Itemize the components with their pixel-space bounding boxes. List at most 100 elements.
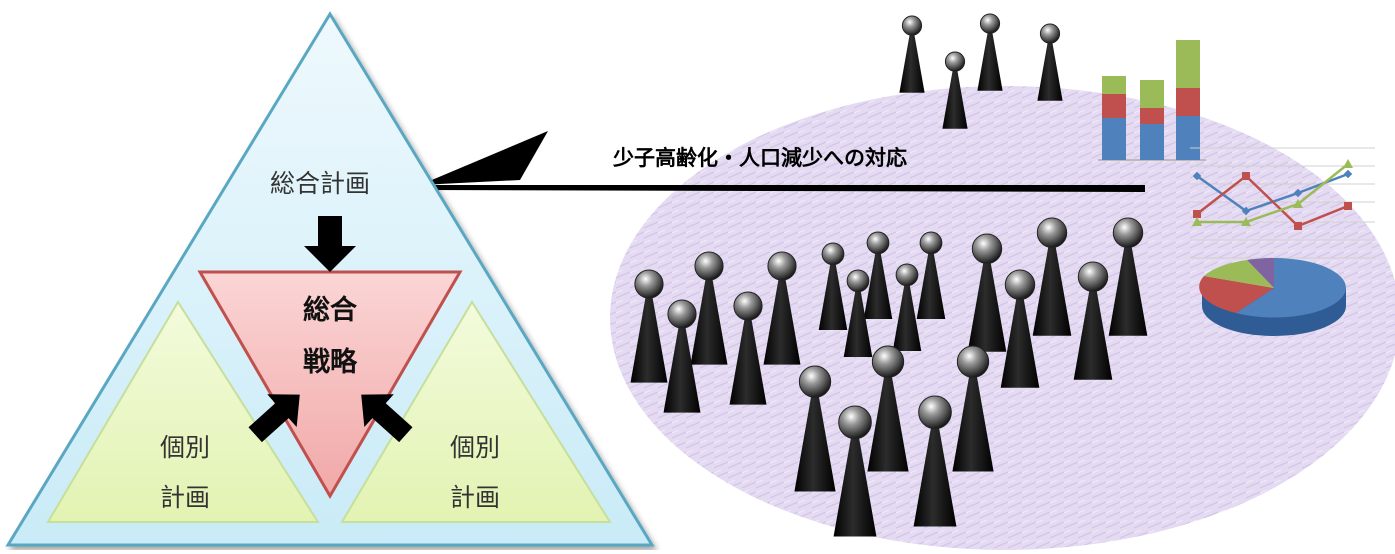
line-markers-red <box>1193 172 1352 230</box>
top-figure-4 <box>1037 23 1063 101</box>
figure-body <box>867 371 909 472</box>
figure-head <box>821 242 845 266</box>
comprehensive-plan-label: 総合計画 <box>269 169 370 198</box>
crowd-figure-16 <box>794 365 836 492</box>
figure-body <box>1108 241 1148 336</box>
crowd-figure-11 <box>967 233 1007 352</box>
figure-body <box>916 249 946 320</box>
figure-body <box>952 371 994 472</box>
crowd-figure-1 <box>818 242 848 331</box>
comprehensive-strategy-label-line1: 総合 <box>303 295 357 326</box>
crowd-figure-20 <box>833 405 877 537</box>
individual-plan-right-label-line1: 個別 <box>449 433 500 462</box>
top-figure-1 <box>899 15 925 93</box>
top-figure-3 <box>977 13 1003 91</box>
figure-head <box>918 395 952 430</box>
line-chart-graphic <box>1190 147 1375 259</box>
pie-slice-blue <box>1236 258 1346 318</box>
figure-head <box>767 251 797 281</box>
line-series-green <box>1197 163 1349 224</box>
figure-head <box>901 15 923 36</box>
individual-plan-left-triangle <box>46 300 320 523</box>
crowd-figure-14 <box>1000 269 1040 388</box>
line-markers-green <box>1192 159 1353 226</box>
pie-slice-purple <box>1247 257 1274 288</box>
crowd-figure-12 <box>1032 217 1072 336</box>
figure-body <box>899 31 925 93</box>
figure-head <box>1036 217 1068 248</box>
figure-head <box>871 345 905 378</box>
individual-plan-right-label-line2: 計画 <box>449 483 500 512</box>
crowd-figure-group <box>630 217 1148 537</box>
figure-body <box>763 274 801 365</box>
down-arrow <box>304 216 356 272</box>
policy-response-label: 少子高齢化・人口減少への対応 <box>613 146 907 170</box>
figure-body <box>1032 241 1072 336</box>
figure-head <box>838 405 872 440</box>
figure-body <box>833 432 877 537</box>
figure-body <box>942 67 968 129</box>
comprehensive-strategy-label-line2: 戦略 <box>303 347 357 378</box>
figure-head <box>634 269 664 299</box>
figure-head <box>944 51 966 72</box>
figure-body <box>729 314 767 405</box>
figure-body <box>1073 285 1113 380</box>
figure-head <box>979 13 1001 34</box>
figure-head <box>1112 217 1144 248</box>
figure-head <box>733 291 763 321</box>
bar1-red <box>1102 94 1126 118</box>
individual-plan-left-label-line1: 個別 <box>159 433 210 462</box>
figure-body <box>913 422 957 527</box>
line-series-red <box>1196 174 1349 228</box>
figure-head <box>798 365 832 398</box>
crowd-figure-19 <box>913 395 957 527</box>
crowd-figure-7 <box>690 251 728 365</box>
crowd-figure-18 <box>952 345 994 472</box>
bar1-green <box>1102 76 1126 94</box>
left-arrow <box>248 394 300 443</box>
crowd-figure-9 <box>763 251 801 365</box>
crowd-figure-8 <box>663 299 701 413</box>
right-arrow <box>361 394 413 443</box>
bar3-green <box>1176 40 1200 88</box>
crowd-figure-15 <box>1073 261 1113 380</box>
figure-head <box>1039 23 1061 44</box>
policy-line <box>420 185 1145 192</box>
figure-head <box>667 299 697 329</box>
pie-chart-graphic <box>1199 257 1346 336</box>
top-figure-2 <box>942 51 968 129</box>
bar3-red <box>1176 88 1200 116</box>
bar2-green <box>1140 80 1164 108</box>
figure-body <box>818 260 848 331</box>
crowd-figure-13 <box>1108 217 1148 336</box>
figure-body <box>1037 39 1063 101</box>
top-figure-group <box>899 13 1063 129</box>
figure-head <box>919 231 943 255</box>
crowd-figure-6 <box>630 269 668 383</box>
bar2-red <box>1140 108 1164 124</box>
figure-head <box>866 231 890 255</box>
figure-body <box>630 292 668 383</box>
bar2-blue <box>1140 124 1164 160</box>
individual-plan-right-triangle <box>340 300 612 523</box>
crowd-figure-4 <box>843 269 873 358</box>
crowd-figure-5 <box>892 263 922 352</box>
figure-head <box>1004 269 1036 300</box>
pie-slice-green <box>1204 260 1274 288</box>
bar3-blue <box>1176 116 1200 160</box>
crowd-figure-2 <box>863 231 893 320</box>
figure-body <box>967 257 1007 352</box>
focus-wedge <box>420 131 548 185</box>
bar-chart-graphic <box>1098 40 1206 161</box>
figure-head <box>895 263 919 287</box>
figure-head <box>1077 261 1109 292</box>
individual-plan-left-label-line2: 計画 <box>159 483 210 512</box>
crowd-figure-10 <box>729 291 767 405</box>
figure-body <box>863 249 893 320</box>
bar1-blue <box>1102 118 1126 160</box>
figure-head <box>956 345 990 378</box>
figure-body <box>794 391 836 492</box>
figure-body <box>892 281 922 352</box>
